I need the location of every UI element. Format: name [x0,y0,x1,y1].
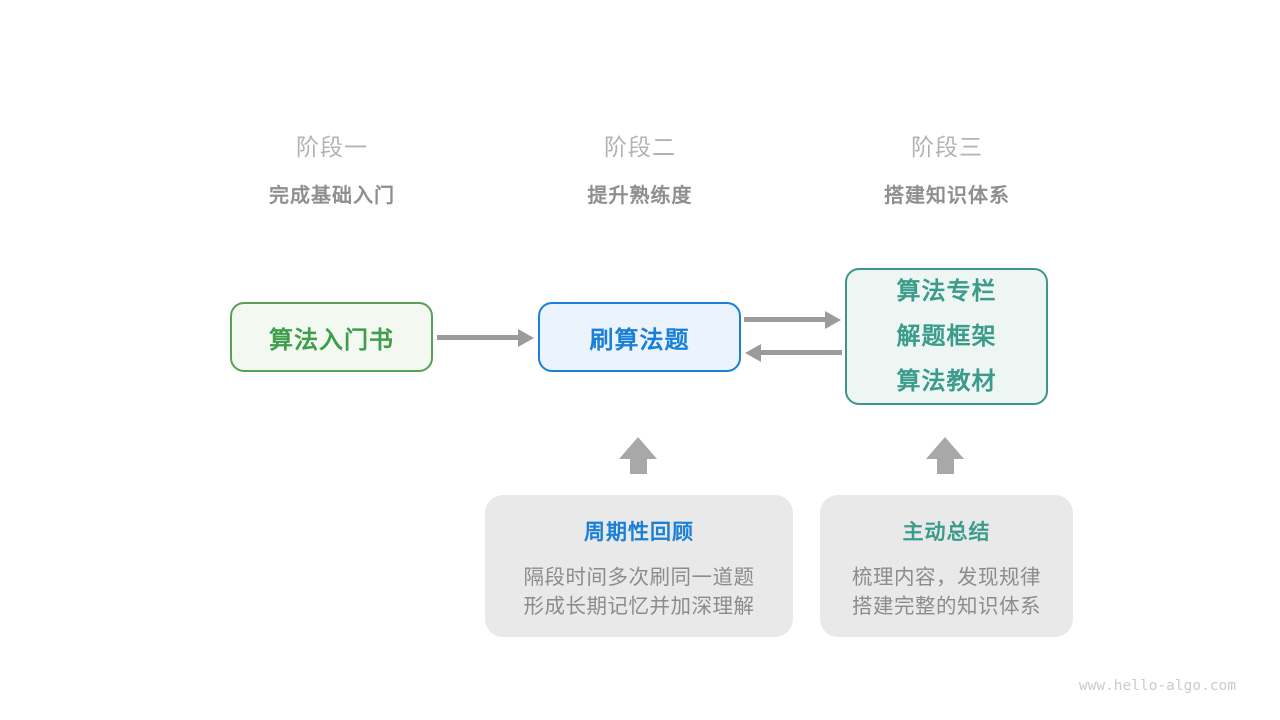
intro-book-node: 算法入门书 [230,302,433,372]
periodic-review-title: 周期性回顾 [584,521,694,544]
resource-line-textbook: 算法教材 [896,368,997,395]
resource-line-column: 算法专栏 [896,278,997,305]
stage-1-label: 阶段一 [296,134,368,160]
arrow-right-icon [744,310,841,329]
arrow-left-icon [745,343,842,362]
practice-problems-label: 刷算法题 [589,326,690,354]
arrow-up-icon [619,437,657,474]
intro-book-label: 算法入门书 [269,326,394,354]
note-body-line: 隔段时间多次刷同一道题 [523,566,755,589]
active-summary-title: 主动总结 [902,521,991,544]
knowledge-resources-node: 算法专栏 解题框架 算法教材 [845,268,1048,405]
resource-line-framework: 解题框架 [896,323,997,350]
periodic-review-body: 隔段时间多次刷同一道题 形成长期记忆并加深理解 [485,563,793,621]
stage-2-label: 阶段二 [604,134,676,160]
site-watermark: www.hello-algo.com [1078,678,1236,694]
note-body-line: 梳理内容，发现规律 [852,566,1041,589]
stage-1-subtitle: 完成基础入门 [269,185,395,207]
practice-problems-node: 刷算法题 [538,302,741,372]
stage-3-subtitle: 搭建知识体系 [884,185,1010,207]
arrow-up-icon [926,437,964,474]
arrow-right-icon [437,328,534,347]
note-body-line: 形成长期记忆并加深理解 [523,595,755,618]
note-body-line: 搭建完整的知识体系 [852,595,1041,618]
stage-3-label: 阶段三 [911,134,983,160]
active-summary-note: 主动总结 梳理内容，发现规律 搭建完整的知识体系 [820,495,1073,637]
stage-2-subtitle: 提升熟练度 [587,185,693,207]
periodic-review-note: 周期性回顾 隔段时间多次刷同一道题 形成长期记忆并加深理解 [485,495,793,637]
active-summary-body: 梳理内容，发现规律 搭建完整的知识体系 [820,563,1073,621]
